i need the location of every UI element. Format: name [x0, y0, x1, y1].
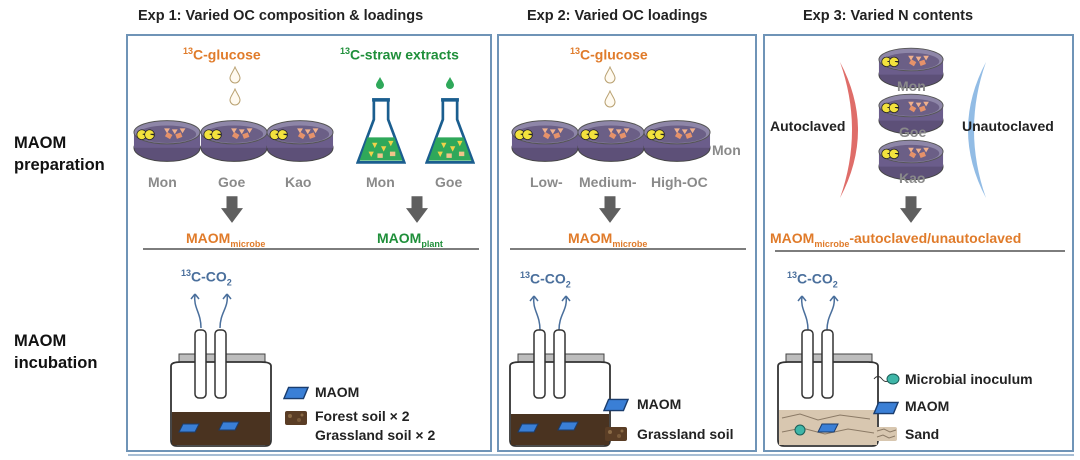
exp3-autoclaved-label: Autoclaved: [770, 118, 846, 134]
exp1-maom-microbe: MAOMmicrobe: [186, 230, 266, 249]
exp3-legend-maom: MAOM: [905, 398, 950, 414]
exp1-title: Exp 1: Varied OC composition & loadings: [138, 8, 424, 24]
exp1-dish-label: Goe: [218, 174, 246, 190]
petri-dish-icon: [577, 118, 645, 164]
green-droplet-icon: [446, 77, 454, 89]
exp2-panel: [497, 34, 757, 452]
exp3-title: Exp 3: Varied N contents: [803, 8, 974, 24]
droplet-icon: [604, 90, 616, 108]
droplet-icon: [229, 66, 241, 84]
row-label-incubation: MAOM incubation: [14, 332, 98, 372]
exp1-straw-label: 13C-straw extracts: [340, 46, 459, 63]
divider: [143, 248, 479, 250]
exp2-dish-label: Medium-: [579, 174, 637, 190]
maom-chip-icon: [603, 398, 629, 412]
exp3-dish-label: Mon: [897, 78, 926, 94]
down-arrow-icon: [900, 196, 922, 224]
exp2-maom-microbe: MAOMmicrobe: [568, 230, 648, 249]
incubation-jar-icon: [170, 293, 272, 447]
row-label-preparation: MAOM preparation: [14, 134, 105, 174]
petri-dish-icon: [266, 118, 334, 164]
down-arrow-icon: [406, 196, 428, 224]
petri-dish-icon: [200, 118, 268, 164]
exp1-flask-label: Mon: [366, 174, 395, 190]
droplet-icon: [604, 66, 616, 84]
exp1-legend-grassland: Grassland soil × 2: [315, 427, 436, 443]
exp2-dish-label: Low-: [530, 174, 563, 190]
exp3-co2-label: 13C-CO2: [787, 270, 838, 290]
down-arrow-icon: [599, 196, 621, 224]
petri-dish-icon: [643, 118, 711, 164]
flask-icon: [356, 98, 406, 166]
divider: [775, 250, 1065, 252]
exp1-flask-label: Goe: [435, 174, 463, 190]
exp3-maom-label: MAOMmicrobe-autoclaved/unautoclaved: [770, 230, 1022, 249]
unautoclaved-arc: [968, 62, 986, 198]
exp2-legend-maom: MAOM: [637, 396, 682, 412]
petri-dish-icon: [133, 118, 201, 164]
exp1-legend-forest: Forest soil × 2: [315, 408, 410, 424]
exp1-legend-maom: MAOM: [315, 384, 360, 400]
exp3-legend-sand: Sand: [905, 426, 940, 442]
exp1-dish-label: Kao: [285, 174, 312, 190]
droplet-icon: [229, 88, 241, 106]
incubation-jar-icon: [777, 295, 879, 447]
exp3-unautoclaved-label: Unautoclaved: [962, 118, 1054, 134]
exp1-dish-label: Mon: [148, 174, 177, 190]
green-droplet-icon: [376, 77, 384, 89]
exp2-co2-label: 13C-CO2: [520, 270, 571, 290]
exp3-dish-label: Goe: [899, 124, 927, 140]
sand-icon: [874, 426, 898, 442]
exp3-dish-label: Kao: [899, 170, 926, 186]
autoclaved-arc: [840, 62, 858, 198]
exp1-glucose-label: 13C-glucose: [183, 46, 261, 63]
maom-chip-icon: [873, 401, 899, 415]
bottom-rule: [128, 454, 1074, 456]
exp2-mineral-label: Mon: [712, 142, 741, 158]
incubation-jar-icon: [509, 295, 611, 447]
down-arrow-icon: [221, 196, 243, 224]
exp1-maom-plant: MAOMplant: [377, 230, 443, 249]
flask-icon: [425, 98, 475, 166]
exp1-panel: [126, 34, 492, 452]
exp2-title: Exp 2: Varied OC loadings: [527, 8, 708, 24]
exp2-dish-label: High-OC: [651, 174, 708, 190]
exp2-legend-grassland: Grassland soil: [637, 426, 734, 442]
soil-icon: [284, 410, 308, 426]
exp3-panel: [763, 34, 1074, 452]
petri-dish-icon: [511, 118, 579, 164]
exp1-co2-label: 13C-CO2: [181, 268, 232, 288]
exp2-glucose-label: 13C-glucose: [570, 46, 648, 63]
maom-chip-icon: [283, 386, 309, 400]
exp3-legend-inoculum: Microbial inoculum: [905, 371, 1033, 387]
divider: [510, 248, 746, 250]
microbe-icon: [873, 373, 900, 385]
soil-icon: [604, 426, 628, 442]
